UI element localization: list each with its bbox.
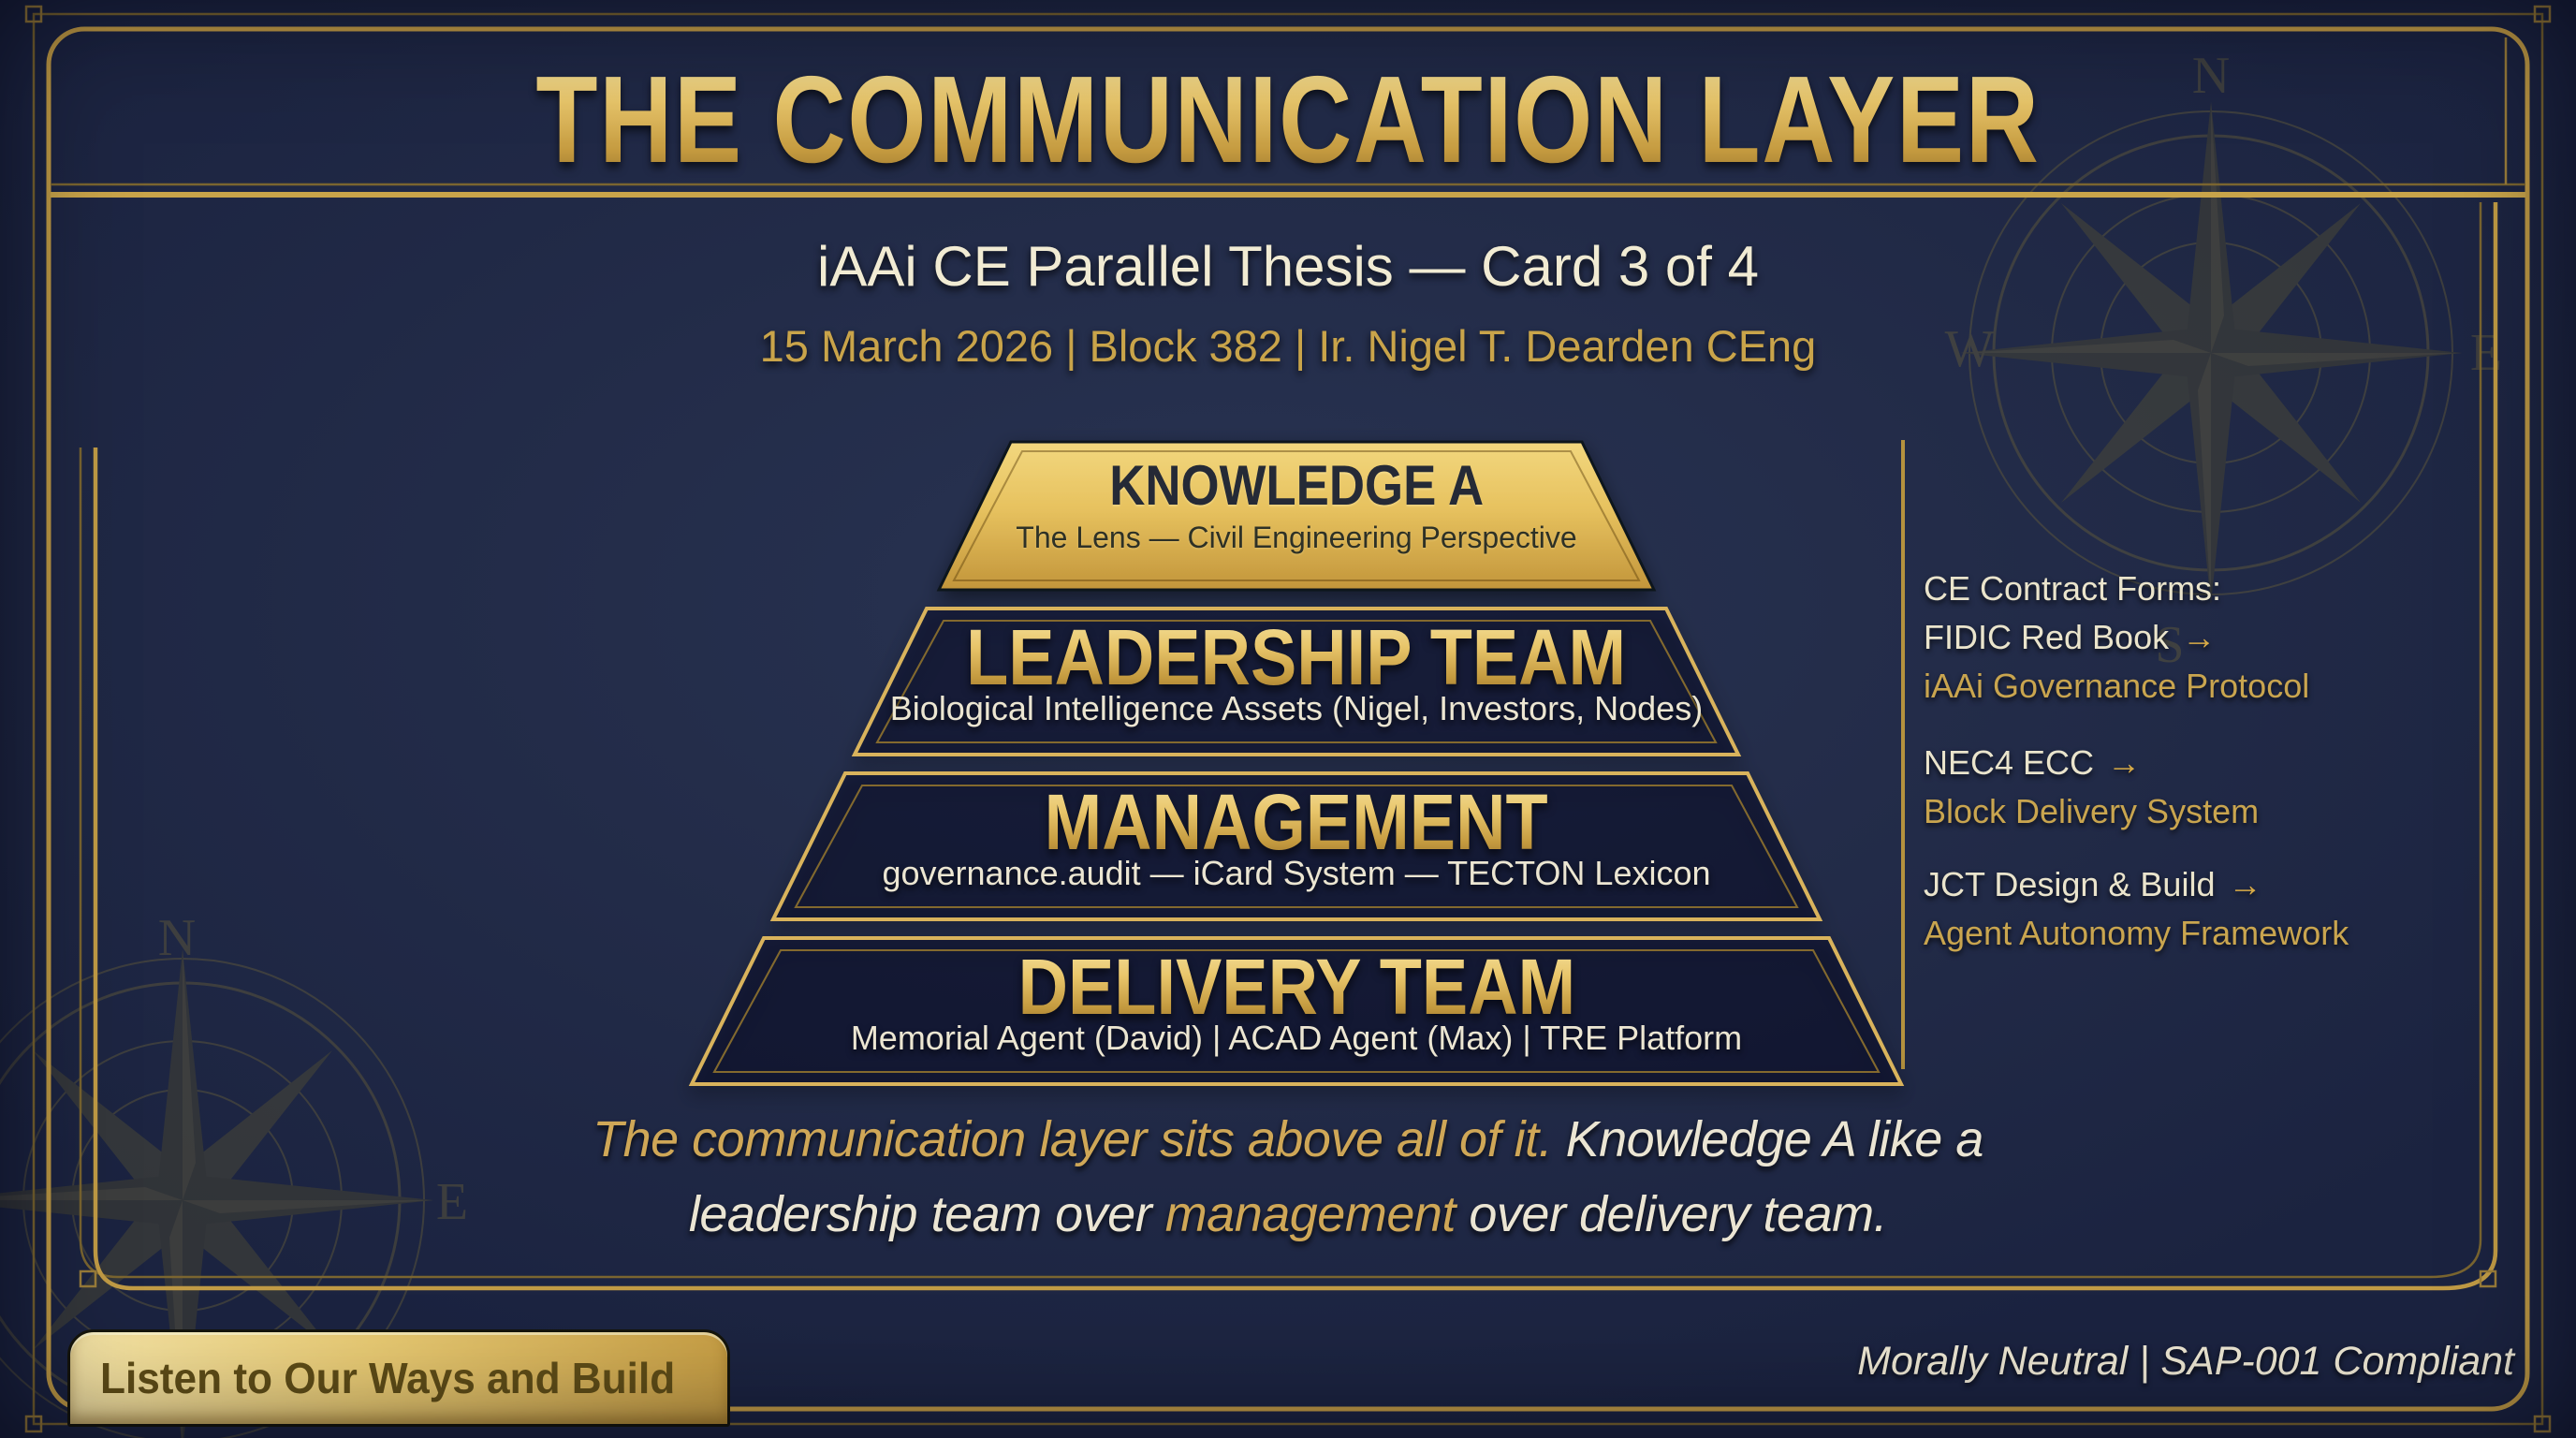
compass-label-s: S	[2155, 616, 2184, 674]
level-1-subtext: The Lens — Civil Engineering Perspective	[1016, 521, 1577, 554]
conclusion-gold-span: management	[1164, 1186, 1456, 1242]
level-2-heading-text: LEADERSHIP TEAM	[966, 613, 1627, 701]
conclusion-gold-span: The communication layer sits above all o…	[593, 1111, 1553, 1167]
subtitle: iAAi CE Parallel Thesis — Card 3 of 4	[817, 235, 1759, 298]
motto-badge-text: Listen to Our Ways and Build	[100, 1354, 676, 1402]
corner-knot-icon	[2533, 5, 2552, 23]
contract-mapping-from: FIDIC Red Book →	[1924, 618, 2541, 657]
contract-panel-heading: CE Contract Forms:	[1924, 569, 2222, 608]
level-4-subtext: Memorial Agent (David) | ACAD Agent (Max…	[850, 1019, 1743, 1057]
byline: 15 March 2026 | Block 382 | Ir. Nigel T.…	[759, 321, 1817, 371]
pyramid-level-delivery	[688, 936, 1905, 1086]
pyramid-level-management	[769, 771, 1823, 921]
conclusion-cream-span: Knowledge A like a	[1552, 1111, 1984, 1167]
level-3-heading: MANAGEMENT	[749, 777, 1844, 868]
compliance-note: Morally Neutral | SAP-001 Compliant	[1857, 1339, 2514, 1384]
level-2-heading: LEADERSHIP TEAM	[749, 612, 1844, 703]
level-4-heading-text: DELIVERY TEAM	[1017, 943, 1575, 1031]
outer-frame	[24, 5, 2552, 1433]
pyramid-shapes	[688, 440, 1905, 1086]
corner-knot-icon	[2533, 1415, 2552, 1433]
level-3-heading-text: MANAGEMENT	[1045, 778, 1548, 866]
page-title: THE COMMUNICATION LAYER	[535, 51, 2041, 188]
arrow-right-icon: →	[2107, 743, 2142, 782]
inner-frame	[79, 202, 2498, 1291]
page-title-row: THE COMMUNICATION LAYER	[0, 49, 2576, 190]
contract-mapping-from: JCT Design & Build →	[1924, 865, 2541, 904]
contract-mapping-to: Block Delivery System	[1924, 792, 2260, 830]
contract-mapping-to: iAAi Governance Protocol	[1924, 667, 2310, 705]
conclusion-line-2: leadership team over management over del…	[212, 1185, 2364, 1243]
conclusion-cream-span: over delivery team.	[1455, 1186, 1888, 1242]
compass-label-n: N	[2192, 47, 2230, 105]
compass-label-e: E	[436, 1173, 468, 1231]
conclusion-cream-span: leadership team over	[688, 1186, 1165, 1242]
level-4-heading: DELIVERY TEAM	[749, 942, 1844, 1033]
level-2-subtext: Biological Intelligence Assets (Nigel, I…	[889, 689, 1704, 727]
corner-knot-icon	[24, 1415, 43, 1433]
contract-from-label: FIDIC Red Book	[1924, 618, 2170, 656]
contract-from-label: NEC4 ECC	[1924, 743, 2095, 782]
conclusion-line-1: The communication layer sits above all o…	[212, 1110, 2364, 1168]
contract-mapping-to: Agent Autonomy Framework	[1924, 914, 2349, 952]
corner-knot-icon	[24, 5, 43, 23]
motto-badge: Listen to Our Ways and Build	[67, 1329, 730, 1427]
level-3-subtext: governance.audit — iCard System — TECTON…	[882, 854, 1711, 892]
compass-label-n: N	[158, 909, 196, 967]
contract-from-label: JCT Design & Build	[1924, 865, 2216, 903]
corner-knot-icon	[2479, 1269, 2497, 1288]
arrow-right-icon: →	[2228, 865, 2262, 903]
level-1-heading-text: KNOWLEDGE A	[1109, 454, 1484, 517]
title-separator	[51, 37, 2525, 198]
pyramid-level-knowledge	[936, 440, 1657, 592]
contract-mapping-from: NEC4 ECC →	[1924, 743, 2541, 783]
level-1-heading: KNOWLEDGE A	[749, 453, 1844, 518]
corner-knot-icon	[79, 1269, 97, 1288]
compass-label-w: W	[1945, 320, 1995, 378]
arrow-right-icon: →	[2182, 618, 2217, 656]
pyramid-level-leadership	[851, 607, 1742, 756]
